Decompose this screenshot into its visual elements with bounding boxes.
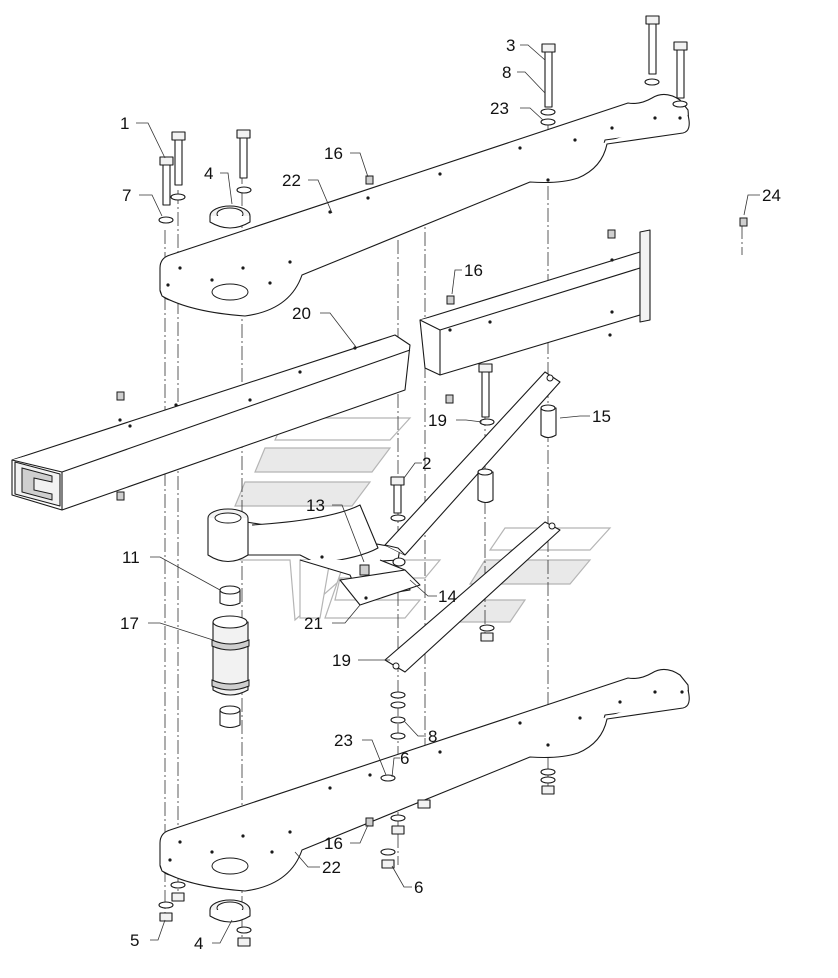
callout-16-top: 16 [324, 144, 343, 163]
callout-1: 1 [120, 114, 129, 133]
callout-6-bottom: 6 [414, 878, 423, 897]
callout-19-bottom: 19 [332, 651, 351, 670]
callout-19-top: 19 [428, 411, 447, 430]
seal-ring-bottom [209, 899, 251, 923]
left-square-beam [11, 334, 411, 511]
callout-2: 2 [422, 454, 431, 473]
callout-24: 24 [762, 186, 781, 205]
callout-23-top: 23 [490, 99, 509, 118]
tie-rod-lower [384, 521, 561, 673]
tie-rod-upper [384, 371, 561, 556]
callout-20: 20 [292, 304, 311, 323]
callout-16-bottom: 16 [324, 834, 343, 853]
callout-15: 15 [592, 407, 611, 426]
callout-11: 11 [122, 548, 140, 567]
callout-22-top: 22 [282, 171, 301, 190]
callout-14: 14 [438, 587, 457, 606]
callout-8-top: 8 [502, 63, 511, 82]
seal-ring-top [209, 205, 251, 229]
spacer-tubes [477, 404, 557, 504]
callout-23-bottom: 23 [334, 731, 353, 750]
leader-lines [136, 44, 760, 944]
callout-21: 21 [304, 614, 323, 633]
callout-22-bottom: 22 [322, 858, 341, 877]
callout-13: 13 [306, 496, 325, 515]
callout-16-mid: 16 [464, 261, 483, 280]
callout-4-top: 4 [204, 164, 213, 183]
pivot-arm-bracket [207, 504, 421, 606]
callout-5: 5 [130, 931, 139, 950]
callout-6-mid: 6 [400, 749, 409, 768]
callout-3: 3 [506, 36, 515, 55]
callout-8-bottom: 8 [428, 727, 437, 746]
callout-7: 7 [122, 186, 131, 205]
callout-labels: 1 7 4 22 16 3 8 23 24 16 20 19 15 2 13 1… [120, 36, 781, 953]
callout-4-bottom: 4 [194, 934, 203, 953]
callout-17: 17 [120, 614, 139, 633]
bolts [159, 15, 688, 514]
bottom-frame-plate [159, 668, 690, 892]
top-frame-plate [159, 93, 690, 317]
king-pin [211, 585, 250, 729]
right-square-beam [419, 229, 651, 376]
